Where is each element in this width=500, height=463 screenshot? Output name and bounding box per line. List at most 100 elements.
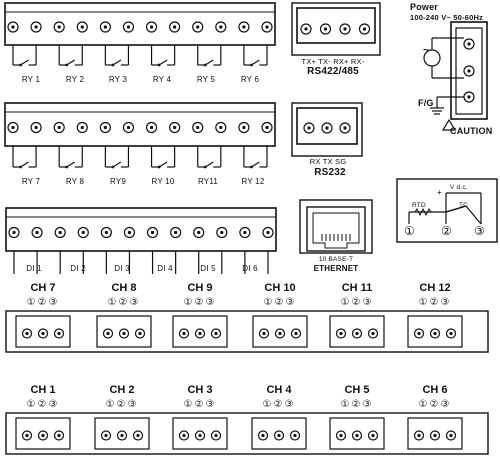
channel-strip-lower-block-4 xyxy=(251,417,307,450)
relay-label-2: RY 2 xyxy=(65,75,85,84)
channel-strip-lower-block-1 xyxy=(15,417,71,450)
channel-strip-lower-ch5-pin-2-dot xyxy=(355,433,359,438)
relay-mid-contact-6 xyxy=(250,165,253,169)
channel-strip-lower-ch6-pin-3-dot xyxy=(449,433,453,438)
channel-strip-lower-block-3 xyxy=(172,417,228,450)
channel-12-label: CH 12 xyxy=(419,282,451,294)
relay-strip-top-pin-5-dot xyxy=(103,25,107,29)
relay-strip-mid-pin-11-dot xyxy=(242,125,246,130)
channel-strip-lower-ch6-pin-1-dot xyxy=(417,433,421,438)
relay-strip-top-pin-10-dot xyxy=(219,25,223,29)
relay-strip-top-pin-11-dot xyxy=(242,25,246,29)
ethernet-port-outline xyxy=(312,212,360,249)
channel-3-pins: ①②③ xyxy=(183,399,217,410)
channel-strip-upper-block-4 xyxy=(252,315,308,348)
ethernet-spec: 10 BASE-T xyxy=(318,256,354,263)
caution-label: CAUTION xyxy=(450,126,493,136)
channel-strip-lower-frame xyxy=(5,412,489,455)
tc-wire-2 xyxy=(465,205,482,225)
ethernet-frame xyxy=(299,199,373,254)
rs232-pin-3-dot xyxy=(343,126,347,130)
channel-10-pins: ①②③ xyxy=(263,297,297,308)
channel-strip-lower-ch5-pin-3-dot xyxy=(371,433,375,438)
caution-triangle xyxy=(441,118,457,131)
channel-1-pins: ①②③ xyxy=(26,399,60,410)
relay-mid-contact-3 xyxy=(111,165,115,169)
relay-top-contact-6 xyxy=(250,63,253,67)
rs485-pin-1-dot xyxy=(304,27,308,31)
channel-strip-lower-ch6-pin-2-dot xyxy=(433,433,437,438)
channel-strip-upper-block-2 xyxy=(96,315,152,348)
di-strip-pin-2-dot xyxy=(35,230,39,235)
sensor-pin-3: ③ xyxy=(474,224,485,238)
channel-9-label: CH 9 xyxy=(187,282,213,294)
relay-top-switch-4 xyxy=(158,59,168,66)
relay-strip-top xyxy=(4,2,276,46)
channel-2-label: CH 2 xyxy=(109,384,135,396)
channel-strip-upper-block-3 xyxy=(172,315,228,348)
ground-label: F/G xyxy=(418,98,434,108)
relay-mid-switch-6 xyxy=(251,161,260,168)
channel-10-label: CH 10 xyxy=(264,282,296,294)
relay-top-switch-3 xyxy=(112,59,122,66)
relay-strip-mid-pin-9-dot xyxy=(196,125,200,130)
power-spec: 100-240 V~ 50-60Hz xyxy=(410,13,484,22)
power-pin-l-dot xyxy=(467,42,471,46)
relay-top-contact-2 xyxy=(65,63,69,67)
relay-top-contact-1 xyxy=(19,63,22,67)
relay-label-9: RY9 xyxy=(109,177,127,186)
channel-strip-upper-frame xyxy=(5,310,489,353)
rs485-pin-4-dot xyxy=(362,27,367,31)
rs232-pin-labels: RX TX SG xyxy=(309,157,347,166)
channel-strip-upper-ch3-pin-3-dot xyxy=(214,331,218,336)
di-strip-pin-11-dot xyxy=(243,230,247,235)
channel-strip-lower-ch4-pin-2-dot xyxy=(277,433,281,438)
relay-top-switch-6 xyxy=(251,59,260,66)
channel-strip-upper-ch6-pin-3-dot xyxy=(449,331,453,336)
channel-strip-upper-ch2-pin-1-dot xyxy=(106,331,110,336)
channel-strip-upper-ch1-pin-3-dot xyxy=(57,331,61,336)
relay-mid-contact-5 xyxy=(203,165,207,169)
minus-label: - xyxy=(477,188,480,197)
relay-strip-mid-pin-10-dot xyxy=(219,125,223,130)
di-label-4: DI 4 xyxy=(157,264,173,273)
rtd-resistor xyxy=(414,207,432,217)
relay-strip-mid-pin-4-dot xyxy=(80,125,84,130)
relay-label-6: RY 6 xyxy=(240,75,260,84)
ethernet-title: ETHERNET xyxy=(313,264,359,273)
di-strip-pin-8-dot xyxy=(174,230,178,235)
di-strip-pin-12-dot xyxy=(266,230,270,235)
channel-strip-upper-ch5-pin-3-dot xyxy=(371,331,375,336)
rs232-title: RS232 xyxy=(314,167,346,178)
power-terminal-body xyxy=(455,27,483,115)
channel-strip-lower-block-5 xyxy=(329,417,385,450)
rs232-pin-1-dot xyxy=(307,126,311,130)
relay-strip-top-pin-6-dot xyxy=(126,25,131,29)
di-label-3: DI 3 xyxy=(114,264,130,273)
rs232-block xyxy=(296,107,358,145)
channel-12-pins: ①②③ xyxy=(418,297,452,308)
relay-label-3: RY 3 xyxy=(108,75,128,84)
sensor-pin-2: ② xyxy=(441,224,452,238)
di-label-1: DI 1 xyxy=(26,264,42,273)
rtd-label: RTD xyxy=(412,202,426,209)
di-strip-pin-4-dot xyxy=(81,230,85,235)
relay-label-5: RY 5 xyxy=(196,75,216,84)
relay-strip-top-pin-3-dot xyxy=(57,25,61,29)
di-strip-pin-6-dot xyxy=(127,230,132,235)
ac-symbol: ~ xyxy=(423,45,430,56)
channel-strip-lower-ch2-pin-1-dot xyxy=(104,433,108,438)
sensor-pin-1: ① xyxy=(404,224,415,238)
channel-strip-lower-ch3-pin-1-dot xyxy=(182,433,186,438)
rs232-frame xyxy=(291,102,363,157)
relay-strip-top-pin-8-dot xyxy=(173,25,177,29)
relay-mid-contact-2 xyxy=(65,165,69,169)
rs485-frame xyxy=(291,2,381,56)
channel-strip-lower-block-6 xyxy=(407,417,463,450)
di-strip-pin-10-dot xyxy=(220,230,224,235)
relay-label-4: RY 4 xyxy=(152,75,172,84)
channel-strip-lower-ch1-pin-2-dot xyxy=(41,433,45,438)
channel-strip-upper-ch3-pin-2-dot xyxy=(198,331,202,336)
channel-strip-upper-ch2-pin-2-dot xyxy=(122,331,126,336)
